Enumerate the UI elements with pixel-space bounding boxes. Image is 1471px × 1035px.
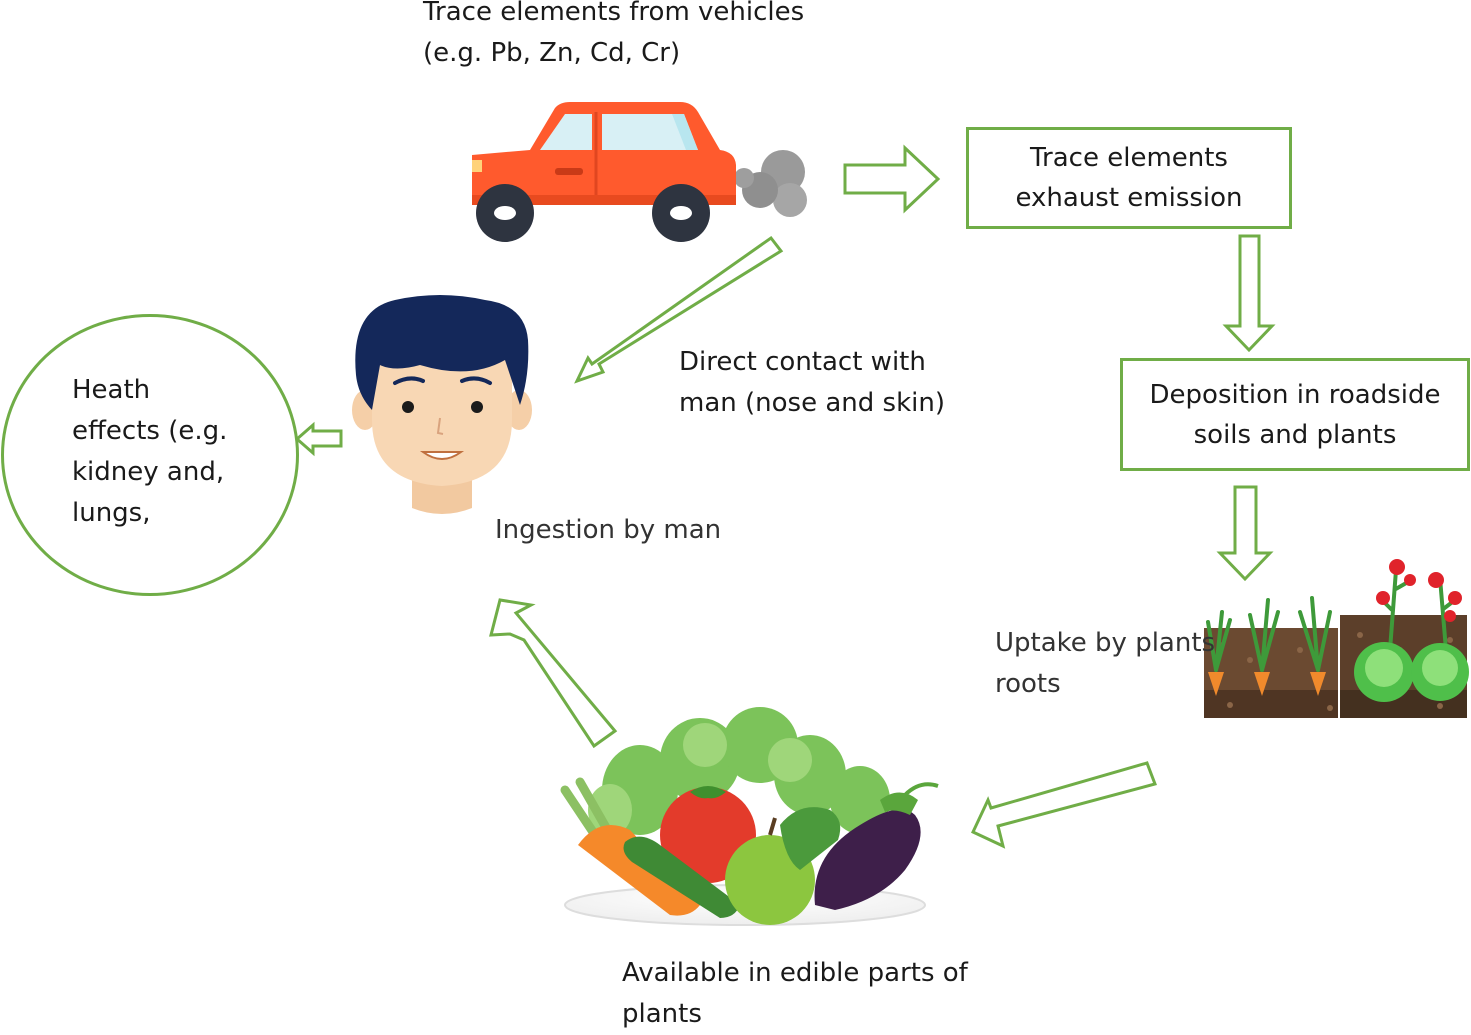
uptake-label: Uptake by plants roots xyxy=(995,628,1216,699)
arrow-basket-to-man xyxy=(489,598,618,749)
health-effects-text: Heath effects (e.g. kidney and, lungs, xyxy=(72,375,228,528)
exhaust-emission-text: Trace elements exhaust emission xyxy=(1015,143,1243,213)
arrow-car-to-exhaust xyxy=(843,144,941,214)
garden-plants-icon xyxy=(1204,559,1469,718)
arrow-deposition-to-plants xyxy=(1216,485,1274,582)
deposition-box: Deposition in roadside soils and plants xyxy=(1120,358,1470,471)
vehicles-label: Trace elements from vehicles (e.g. Pb, Z… xyxy=(423,0,805,68)
arrow-car-to-man xyxy=(574,235,784,384)
health-effects-circle xyxy=(1,314,299,596)
arrow-exhaust-to-deposition xyxy=(1222,234,1276,353)
man-face-icon xyxy=(352,295,532,514)
deposition-text: Deposition in roadside soils and plants xyxy=(1149,379,1441,450)
direct-contact-label: Direct contact with man (nose and skin) xyxy=(679,347,945,418)
exhaust-emission-box: Trace elements exhaust emission xyxy=(966,127,1292,229)
vegetable-basket-icon xyxy=(560,707,939,926)
car-icon xyxy=(472,102,807,242)
arrow-plants-to-basket xyxy=(971,761,1157,849)
edible-parts-label: Available in edible parts of plants xyxy=(622,958,968,1029)
ingestion-label: Ingestion by man xyxy=(495,515,722,545)
arrow-man-to-health xyxy=(294,421,343,457)
